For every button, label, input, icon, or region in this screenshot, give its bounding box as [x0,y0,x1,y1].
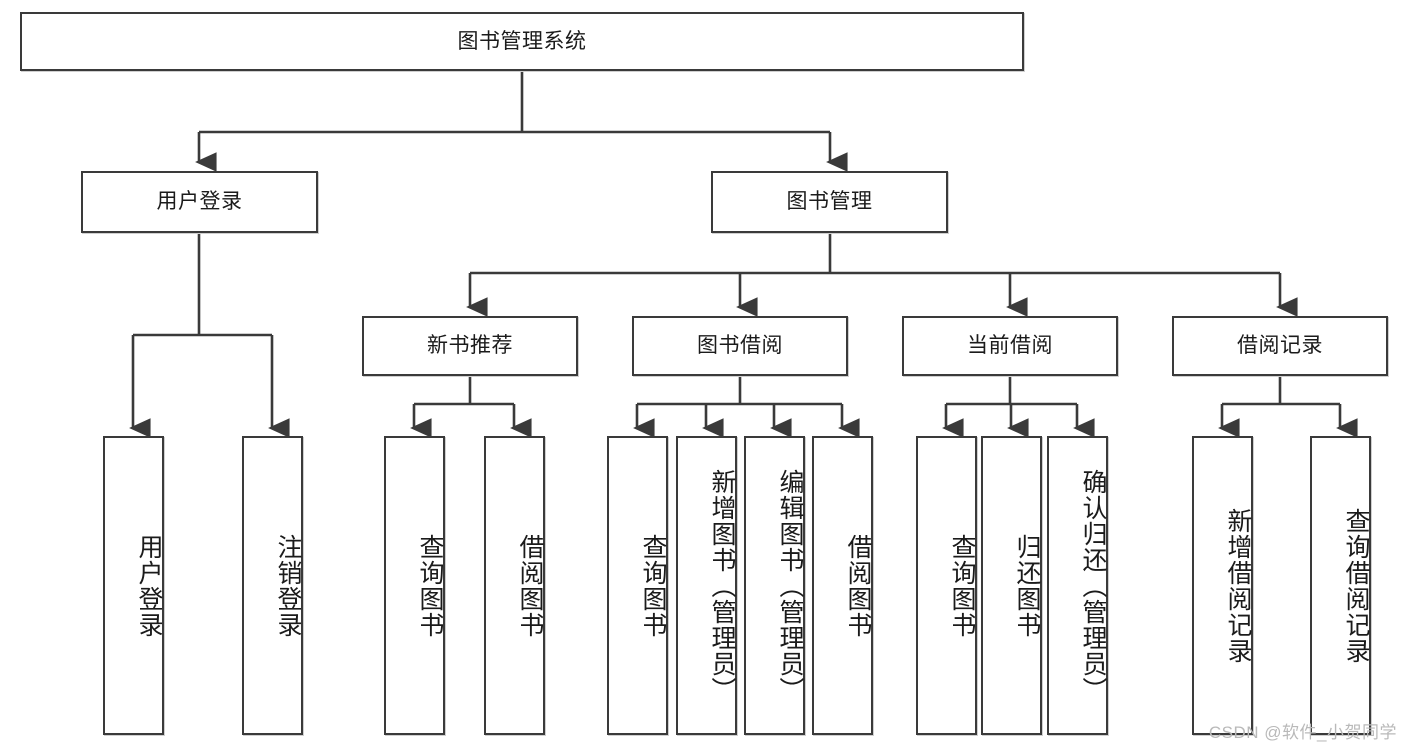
node-root-label: 图书管理系统 [457,29,587,53]
leaf-label: 查询图书 [639,533,667,638]
leaf-book-borrow-query[interactable]: 查询图书 [607,436,668,735]
leaf-label: 查询借阅记录 [1342,507,1370,664]
node-new-book-recommend[interactable]: 新书推荐 [362,316,578,376]
node-book-borrow-label: 图书借阅 [697,334,783,358]
leaf-current-borrow-confirm[interactable]: 确认归还（管理员） [1047,436,1108,735]
leaf-book-borrow-add[interactable]: 新增图书（管理员） [676,436,737,735]
csdn-watermark: CSDN @软件_小贺同学 [1208,723,1397,742]
leaf-label: 借阅图书 [516,533,544,638]
node-current-borrow-label: 当前借阅 [967,334,1053,358]
leaf-current-borrow-query[interactable]: 查询图书 [916,436,977,735]
node-borrow-record[interactable]: 借阅记录 [1172,316,1388,376]
node-new-book-recommend-label: 新书推荐 [427,334,513,358]
node-current-borrow[interactable]: 当前借阅 [902,316,1118,376]
node-book-management-label: 图书管理 [786,190,873,214]
leaf-user-login-logout[interactable]: 注销登录 [242,436,303,735]
leaf-label: 借阅图书 [844,533,872,638]
leaf-new-book-borrow[interactable]: 借阅图书 [484,436,545,735]
leaf-label: 查询图书 [948,533,976,638]
leaf-label: 查询图书 [416,533,444,638]
leaf-label: 新增图书（管理员） [708,468,736,703]
node-book-management[interactable]: 图书管理 [711,171,948,233]
node-user-login-label: 用户登录 [156,190,243,214]
leaf-current-borrow-return[interactable]: 归还图书 [981,436,1042,735]
leaf-label: 注销登录 [274,533,302,638]
leaf-label: 确认归还（管理员） [1079,468,1107,703]
leaf-borrow-record-query[interactable]: 查询借阅记录 [1310,436,1371,735]
node-book-borrow[interactable]: 图书借阅 [632,316,848,376]
node-user-login[interactable]: 用户登录 [81,171,318,233]
leaf-user-login-login[interactable]: 用户登录 [103,436,164,735]
leaf-label: 编辑图书（管理员） [776,468,804,703]
node-root[interactable]: 图书管理系统 [20,12,1024,71]
leaf-label: 用户登录 [135,533,163,638]
leaf-new-book-query[interactable]: 查询图书 [384,436,445,735]
leaf-borrow-record-add[interactable]: 新增借阅记录 [1192,436,1253,735]
leaf-label: 归还图书 [1013,533,1041,638]
leaf-label: 新增借阅记录 [1224,507,1252,664]
node-borrow-record-label: 借阅记录 [1237,334,1323,358]
leaf-book-borrow-edit[interactable]: 编辑图书（管理员） [744,436,805,735]
leaf-book-borrow-lend[interactable]: 借阅图书 [812,436,873,735]
